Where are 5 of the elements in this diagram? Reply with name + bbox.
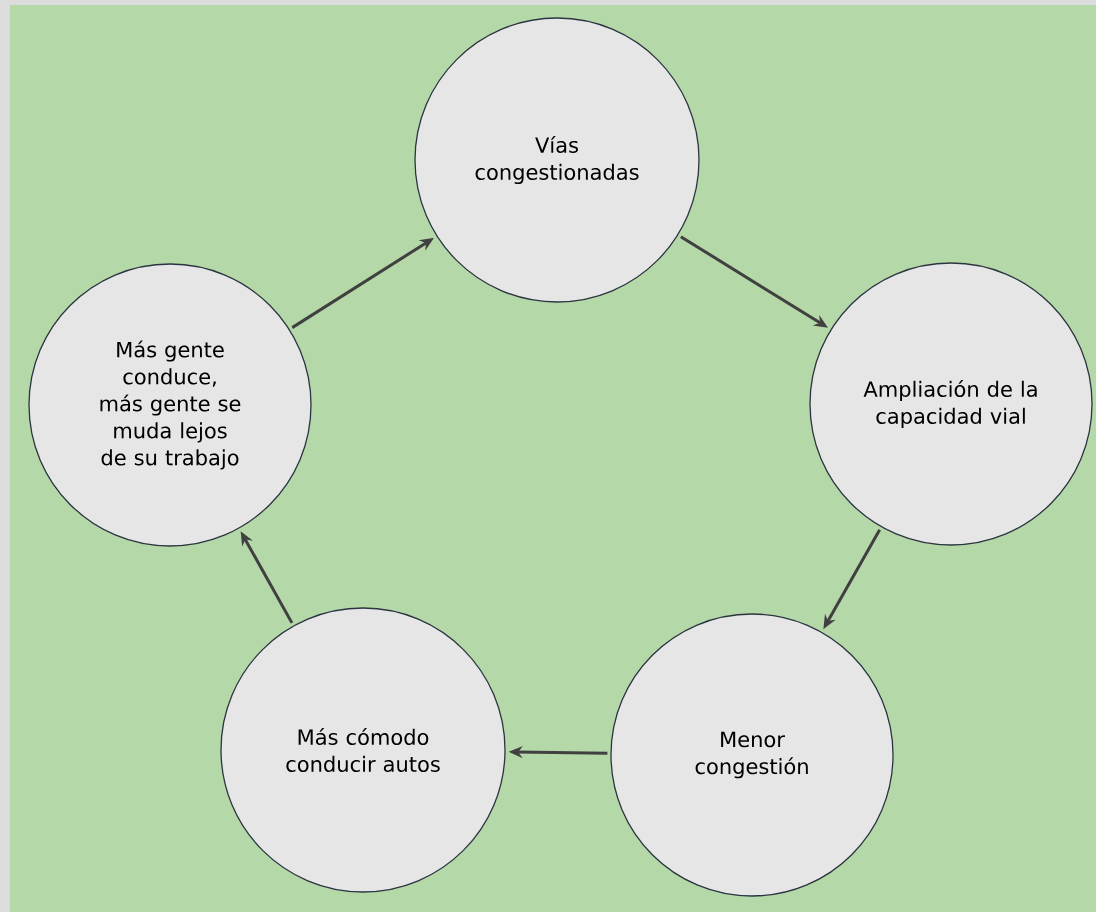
circle-node: Ampliación de la capacidad vial: [809, 262, 1093, 546]
circle-node: Menor congestión: [610, 613, 894, 897]
circle-node: Más cómodo conducir autos: [220, 607, 506, 893]
circle-node: Más gente conduce, más gente se muda lejos de su trabajo: [28, 263, 312, 547]
circle-node: Vías congestionadas: [414, 17, 700, 303]
